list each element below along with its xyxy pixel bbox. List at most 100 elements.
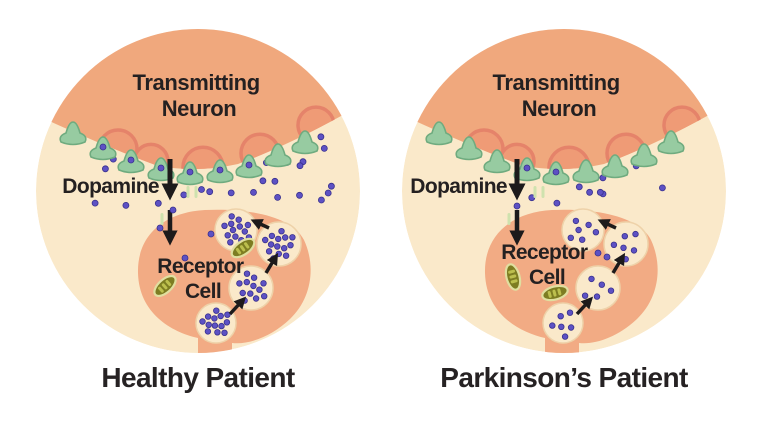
dopamine-dot: [211, 322, 219, 329]
dopamine-dot: [207, 230, 215, 238]
dopamine-dot: [320, 145, 328, 152]
dopamine-dot: [567, 324, 575, 331]
dopamine-dot: [296, 191, 303, 199]
dopamine-dot: [224, 232, 231, 239]
dopamine-dot: [221, 329, 228, 336]
healthy-patient-panel: Transmitting Neuron Dopamine Receptor Ce…: [33, 26, 363, 394]
dopamine-dot: [621, 232, 628, 240]
vesicle-transport-arrow: [228, 296, 247, 316]
dopamine-dot: [630, 247, 638, 254]
dopamine-dot: [324, 189, 332, 197]
dopamine-dot: [245, 161, 253, 169]
dopamine-dot: [586, 188, 594, 196]
dopamine-dot: [227, 189, 235, 197]
dopamine-dot: [157, 164, 165, 172]
dopamine-dot: [221, 222, 228, 229]
healthy-patient-diagram: Transmitting Neuron Dopamine Receptor Ce…: [36, 29, 360, 353]
dopamine-dot: [223, 319, 231, 326]
receptor-icon: [264, 143, 292, 168]
parkinsons-patient-panel: Transmitting Neuron Dopamine Receptor Ce…: [399, 26, 729, 394]
healthy-patient-caption: Healthy Patient: [101, 362, 295, 393]
dopamine-dot: [271, 177, 279, 185]
receptor-icon: [483, 149, 511, 174]
dopamine-dot: [239, 289, 246, 297]
dopamine-dot: [327, 182, 335, 190]
receptor-icon: [657, 130, 685, 155]
dopamine-dot: [552, 168, 560, 176]
dopamine-dot: [567, 234, 574, 241]
dopamine-dot: [227, 220, 235, 227]
dopamine-dot: [154, 199, 162, 207]
dopamine-dot: [278, 227, 285, 235]
dopamine-dot: [596, 188, 604, 196]
dopamine-dot: [186, 168, 194, 176]
diagram-art: [402, 29, 726, 353]
mitochondrion: [230, 237, 256, 259]
dopamine-dot: [274, 235, 282, 243]
receptor-icon: [59, 121, 87, 146]
dopamine-dot: [620, 244, 627, 251]
dopamine-dot: [592, 228, 600, 236]
transmitting-neuron-label: Transmitting Neuron: [493, 70, 626, 121]
ion-channel-bar: [533, 186, 537, 198]
dopamine-dot: [102, 165, 109, 173]
receptor-icon: [630, 143, 658, 168]
dopamine-dot: [296, 162, 304, 170]
mitochondrion: [153, 274, 177, 298]
dopamine-dot: [575, 226, 582, 234]
dopamine-dot: [566, 309, 574, 316]
vesicle-transport-arrow: [575, 296, 594, 316]
dopamine-dot: [561, 333, 569, 340]
dopamine-dot: [250, 274, 258, 281]
dopamine-dot: [593, 293, 601, 300]
ion-channel-bar: [541, 186, 545, 198]
ion-channel-bar: [160, 213, 164, 225]
dopamine-dot: [513, 202, 521, 210]
vesicle-transport-arrow: [597, 219, 617, 230]
receptor-icon: [291, 130, 319, 155]
dopamine-dot: [632, 230, 639, 238]
dopamine-dot: [280, 244, 288, 252]
dopamine-dot: [244, 221, 252, 229]
parkinsons-patient-diagram: Transmitting Neuron Dopamine Receptor Ce…: [402, 29, 726, 353]
dopamine-dot: [236, 280, 243, 287]
dopamine-dot: [289, 234, 296, 241]
dopamine-dot: [227, 239, 234, 246]
dopamine-dot: [588, 275, 595, 283]
dopamine-dot: [169, 206, 177, 214]
dopamine-dot: [218, 322, 225, 330]
dopamine-dot: [91, 199, 99, 207]
dopamine-dot: [594, 249, 602, 257]
receptor-icon: [455, 136, 483, 161]
transmitting-neuron-label: Transmitting Neuron: [133, 70, 266, 121]
dopamine-dot: [557, 313, 564, 320]
dopamine-dot: [236, 223, 243, 230]
dopamine-dot: [204, 328, 212, 335]
dopamine-dot: [243, 270, 251, 277]
dopamine-dot: [99, 143, 107, 151]
dopamine-dot: [261, 236, 269, 244]
dopamine-dot: [558, 323, 565, 330]
dopamine-dot: [122, 201, 130, 209]
dopamine-dot: [265, 248, 273, 255]
dopamine-dot: [572, 217, 580, 225]
dopamine-dot: [658, 184, 666, 192]
dopamine-dot: [549, 322, 556, 329]
mitochondrion: [504, 263, 522, 291]
receptor-icon: [572, 159, 600, 184]
dopamine-dot: [317, 133, 325, 141]
dopamine-dot: [211, 315, 218, 322]
receptor-icon: [601, 154, 629, 179]
dopamine-dot: [250, 188, 257, 196]
mitochondrion: [541, 284, 569, 302]
dopamine-dot: [267, 241, 275, 248]
dopamine-dot: [287, 241, 294, 249]
dopamine-dot: [256, 286, 263, 293]
dopamine-label: Dopamine: [410, 175, 507, 198]
dopamine-dot: [575, 183, 583, 191]
dopamine-dot: [204, 313, 212, 320]
dopamine-dot: [523, 164, 531, 172]
vesicle-transport-arrow: [611, 252, 626, 274]
ion-channel-bar: [186, 186, 190, 198]
